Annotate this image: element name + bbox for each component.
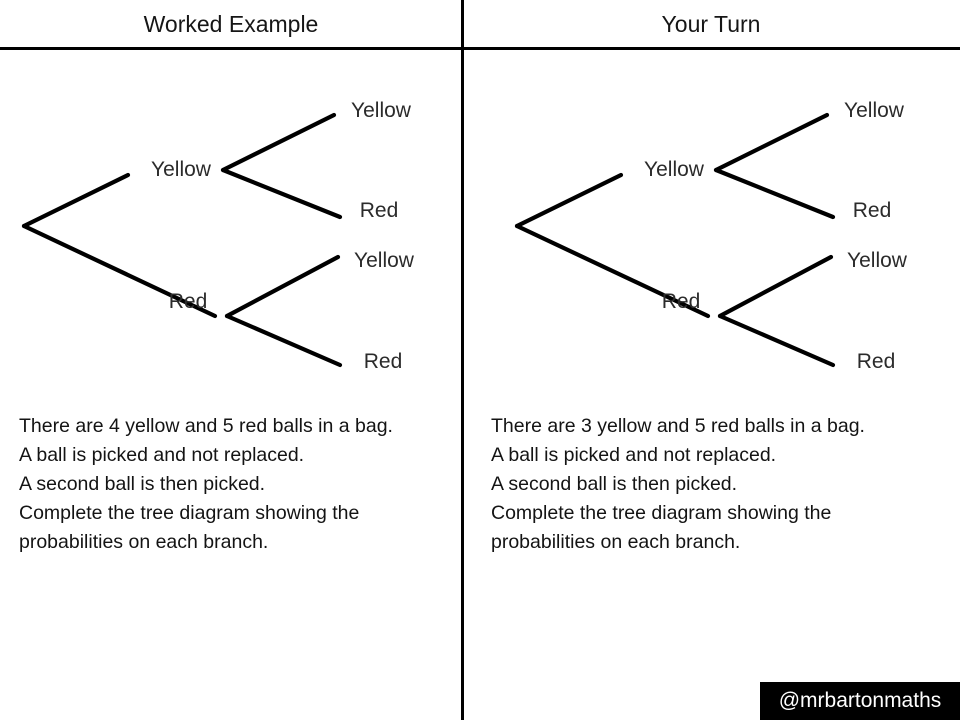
tree-branches-svg (514, 112, 836, 368)
question-line: There are 3 yellow and 5 red balls in a … (491, 415, 865, 437)
branch-yellow-to-yellow (713, 112, 830, 173)
your-turn-tree-diagram: Yellow Red Yellow Red Yellow Red (493, 80, 953, 400)
branch-red-to-yellow (717, 254, 834, 319)
branch-yellow-to-red (220, 167, 343, 220)
question-line: A second ball is then picked. (491, 473, 738, 495)
your-turn-question-text: There are 3 yellow and 5 red balls in a … (491, 412, 931, 557)
branch-root-to-yellow (514, 172, 624, 229)
column-divider-line (461, 0, 464, 720)
branch-red-to-red (717, 313, 836, 368)
stage2-node-red-red: Red (856, 350, 896, 373)
worked-example-heading: Worked Example (143, 11, 319, 37)
stage2-node-yellow-yellow: Yellow (844, 99, 904, 122)
header-band: Worked Example Your Turn (0, 0, 960, 48)
branch-root-to-red (21, 223, 218, 319)
question-line: Complete the tree diagram showing the pr… (19, 502, 360, 553)
stage2-node-yellow-red: Red (359, 199, 399, 222)
branch-root-to-yellow (21, 172, 131, 229)
stage2-node-red-red: Red (363, 350, 403, 373)
stage1-node-red: Red (661, 290, 701, 313)
question-line: There are 4 yellow and 5 red balls in a … (19, 415, 393, 437)
question-line: A second ball is then picked. (19, 473, 266, 495)
worked-example-question-text: There are 4 yellow and 5 red balls in a … (19, 412, 449, 557)
worked-example-tree-diagram: Yellow Red Yellow Red Yellow Red (0, 80, 460, 400)
question-line: A ball is picked and not replaced. (491, 444, 777, 466)
stage2-node-yellow-red: Red (852, 199, 892, 222)
stage2-node-yellow-yellow: Yellow (351, 99, 411, 122)
branch-red-to-yellow (224, 254, 341, 319)
branch-yellow-to-red (713, 167, 836, 220)
header-divider-rule (0, 47, 960, 50)
question-line: A ball is picked and not replaced. (19, 444, 305, 466)
tree-branches-svg (21, 112, 343, 368)
stage1-node-yellow: Yellow (644, 158, 704, 181)
stage2-node-red-yellow: Yellow (847, 249, 907, 272)
your-turn-heading: Your Turn (661, 11, 761, 37)
stage1-node-red: Red (168, 290, 208, 313)
stage2-node-red-yellow: Yellow (354, 249, 414, 272)
branch-root-to-red (514, 223, 711, 319)
branch-yellow-to-yellow (220, 112, 337, 173)
question-line: Complete the tree diagram showing the pr… (491, 502, 832, 553)
watermark-badge: @mrbartonmaths (760, 682, 960, 720)
stage1-node-yellow: Yellow (151, 158, 211, 181)
branch-red-to-red (224, 313, 343, 368)
